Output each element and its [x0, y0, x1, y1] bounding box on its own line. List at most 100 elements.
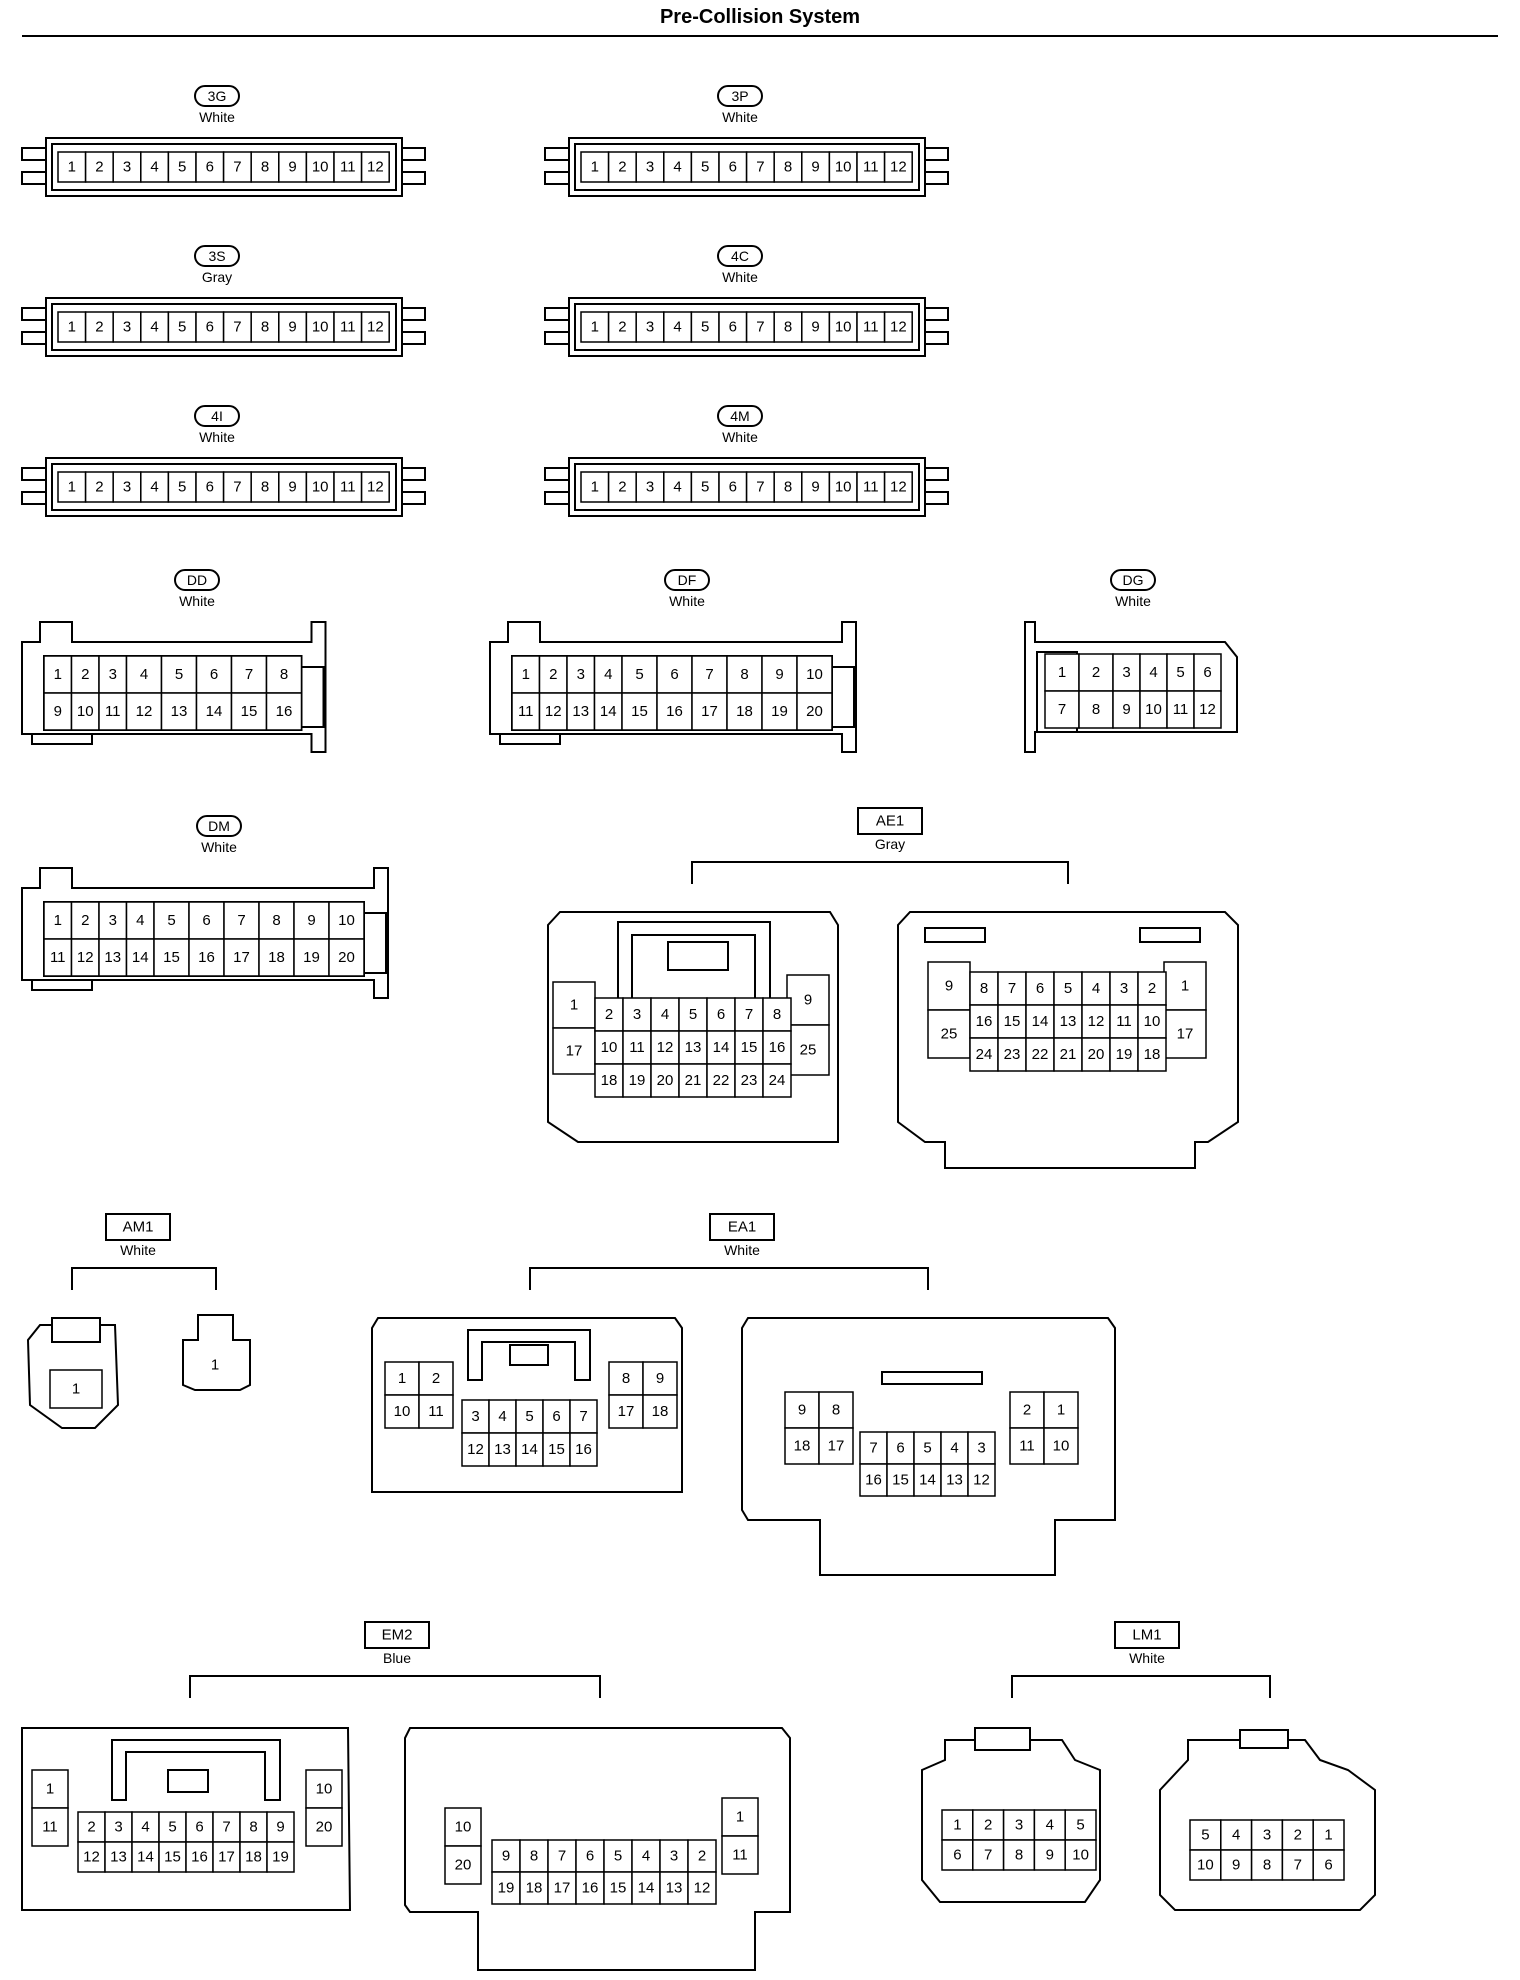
latch-key — [51, 1317, 101, 1343]
pin-cell — [796, 692, 833, 731]
pin-cell — [98, 655, 128, 694]
pin-number: 1 — [591, 479, 599, 496]
pin-number: 6 — [586, 1848, 594, 1865]
pin-number: 4 — [673, 319, 681, 336]
pin-number: 10 — [835, 319, 852, 336]
pin-number: 8 — [784, 159, 792, 176]
pin-number: 16 — [198, 949, 215, 966]
pin-number: 5 — [701, 319, 709, 336]
latch — [399, 491, 426, 505]
pin-number: 3 — [670, 1848, 678, 1865]
pin-number: 2 — [87, 1819, 95, 1836]
connector-code: AM1 — [123, 1219, 154, 1236]
pin-number: 8 — [622, 1370, 630, 1387]
connector-housing — [182, 1314, 251, 1391]
pin-cell — [784, 1427, 820, 1465]
pin-number: 2 — [1092, 664, 1100, 681]
pin-cell — [1137, 1004, 1167, 1039]
pin-number: 7 — [756, 479, 764, 496]
pin-cell — [859, 1431, 888, 1465]
pin-cell — [1137, 971, 1167, 1006]
pin-cell — [104, 1811, 133, 1843]
bracket-line — [71, 1267, 217, 1290]
latch — [922, 467, 949, 481]
pin-cell — [43, 938, 73, 977]
pin-number: 8 — [261, 479, 269, 496]
pin-number: 8 — [261, 319, 269, 336]
latch — [399, 171, 426, 185]
pin-cell — [328, 938, 365, 977]
pin-cell — [734, 1063, 764, 1098]
pin-number: 2 — [81, 912, 89, 929]
connector-color: White — [1115, 593, 1151, 609]
latch — [544, 147, 571, 161]
pin-number: 18 — [245, 1849, 262, 1866]
connector-color: White — [199, 429, 235, 445]
pin-number: 3 — [1122, 664, 1130, 681]
connector-code-box — [364, 1621, 430, 1649]
pin-number: 8 — [1015, 1847, 1023, 1864]
pin-cell — [140, 471, 170, 503]
pin-cell — [656, 692, 693, 731]
pin-cell — [112, 311, 142, 343]
pin-cell — [883, 471, 913, 503]
pin-cell — [1064, 1839, 1097, 1871]
pin-number: 8 — [530, 1848, 538, 1865]
pin-number: 16 — [865, 1472, 882, 1489]
pin-number: 4 — [150, 479, 158, 496]
pin-number: 3 — [646, 479, 654, 496]
pin-cell — [98, 938, 128, 977]
pin-cell — [538, 692, 568, 731]
pin-cell — [1312, 1849, 1345, 1881]
pin-number: 2 — [81, 666, 89, 683]
pin-cell — [131, 1841, 160, 1873]
pin-number: 18 — [652, 1403, 669, 1420]
pin-number: 16 — [276, 703, 293, 720]
connector-color: White — [722, 109, 758, 125]
pin-cell — [360, 471, 390, 503]
pin-cell — [84, 471, 114, 503]
pin-number: 17 — [1177, 1026, 1194, 1043]
foot — [31, 733, 93, 745]
pin-number: 8 — [832, 1402, 840, 1419]
pin-number: 18 — [526, 1880, 543, 1897]
pin-cell — [293, 938, 330, 977]
connector-color: White — [179, 593, 215, 609]
pin-number: 14 — [132, 949, 149, 966]
pin-number: 22 — [1032, 1046, 1049, 1063]
pin-number: 2 — [618, 479, 626, 496]
pin-number: 10 — [1144, 1013, 1161, 1030]
pin-number: 11 — [340, 319, 356, 336]
pin-number: 3 — [123, 479, 131, 496]
pin-cell — [278, 151, 308, 183]
pin-cell — [593, 655, 623, 694]
foot — [31, 979, 93, 991]
pin-number: 11 — [105, 703, 121, 720]
pin-number: 11 — [1173, 701, 1189, 718]
pin-cell — [195, 311, 225, 343]
pin-number: 18 — [1144, 1046, 1161, 1063]
pin-cell — [70, 692, 100, 731]
pin-number: 13 — [1060, 1013, 1077, 1030]
pin-number: 20 — [806, 703, 823, 720]
pin-number: 4 — [136, 912, 144, 929]
pin-number: 13 — [104, 949, 121, 966]
latch-key — [974, 1727, 1031, 1751]
connector-code-badge — [194, 405, 240, 427]
pin-number: 10 — [1197, 1857, 1214, 1874]
latch-frame — [111, 1739, 281, 1801]
pin-number: 1 — [591, 159, 599, 176]
pin-number: 13 — [494, 1441, 511, 1458]
pin-cell — [969, 1037, 999, 1072]
pin-number: 7 — [222, 1819, 230, 1836]
pin-cell — [575, 1871, 605, 1905]
pin-cell — [1002, 1839, 1036, 1871]
pin-cell — [1033, 1809, 1066, 1841]
pin-number: 3 — [646, 319, 654, 336]
pin-cell — [239, 1841, 268, 1873]
pin-cell — [569, 1432, 598, 1467]
pin-cell — [542, 1432, 571, 1467]
